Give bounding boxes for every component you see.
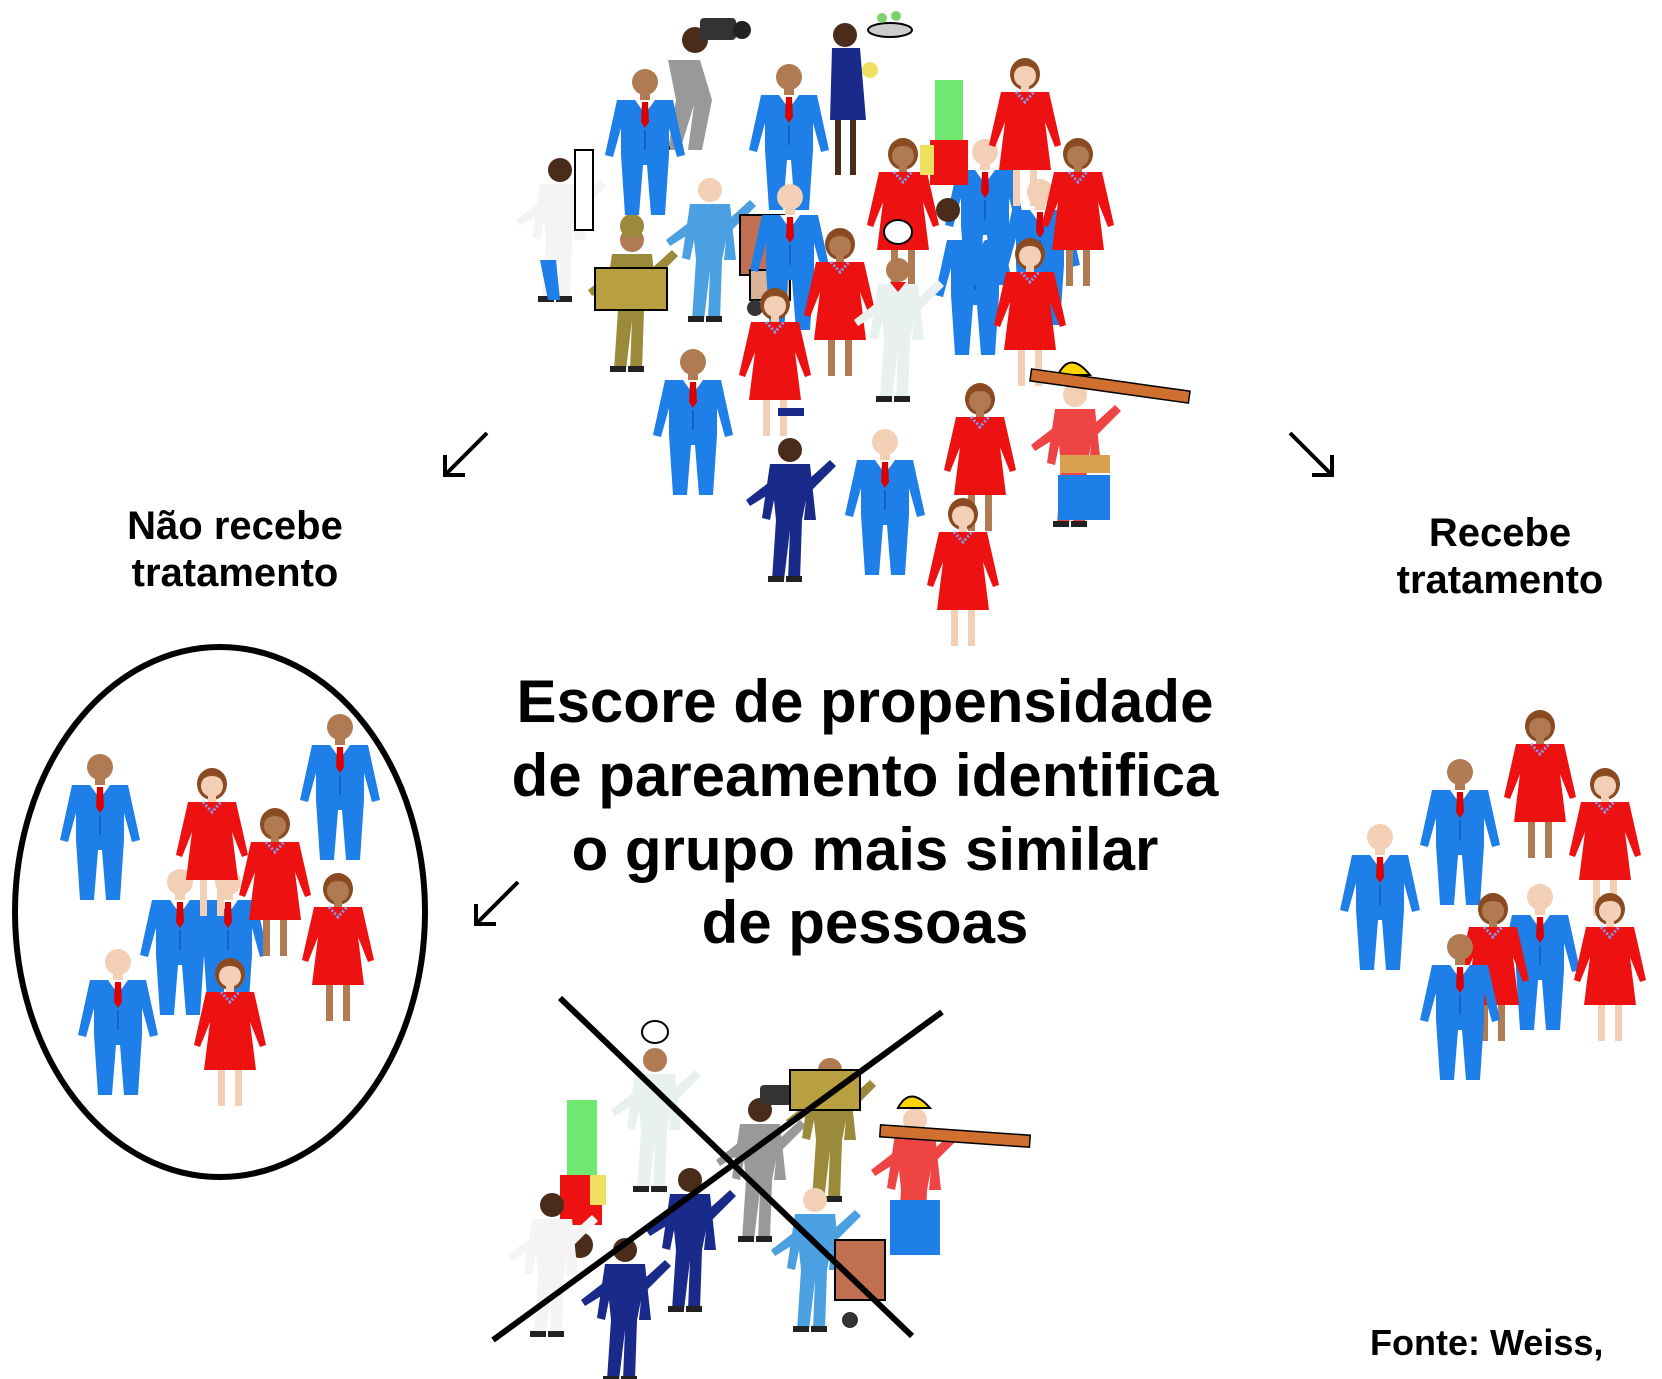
x-cross-icon bbox=[491, 995, 944, 1343]
delivery-person-icon bbox=[588, 214, 678, 372]
police-officer-icon bbox=[581, 1238, 671, 1379]
chef-icon bbox=[611, 1020, 701, 1192]
waitress-icon bbox=[830, 11, 913, 175]
businesswoman-icon bbox=[300, 871, 376, 1023]
businessman-icon bbox=[844, 428, 926, 576]
construction-worker-icon bbox=[871, 1095, 1032, 1255]
businesswoman-icon bbox=[802, 226, 878, 378]
no-treatment-label-line-1: Não recebe bbox=[127, 504, 343, 548]
businesswoman-icon bbox=[1572, 891, 1648, 1043]
caption-line-1: Escore de propensidade bbox=[516, 668, 1214, 735]
acrobat-icon bbox=[920, 80, 968, 222]
businessman-icon bbox=[1339, 823, 1421, 971]
caption-line-4: de pessoas bbox=[701, 889, 1029, 957]
businesswoman-icon bbox=[192, 956, 268, 1108]
chef-icon bbox=[854, 219, 944, 402]
delivery-person-icon bbox=[786, 1058, 876, 1202]
arrow-down-right-icon bbox=[1288, 431, 1334, 477]
treatment-label-line-2: tratamento bbox=[1396, 558, 1604, 603]
businessman-icon bbox=[77, 948, 159, 1096]
arrow-down-left-icon bbox=[474, 880, 520, 926]
businesswoman-icon bbox=[174, 766, 250, 918]
treatment-label: Recebe tratamento bbox=[1340, 510, 1660, 604]
construction-worker-icon bbox=[1029, 361, 1191, 527]
camera-operator-icon bbox=[716, 1085, 806, 1242]
no-treatment-label: Não recebe tratamento bbox=[70, 503, 400, 597]
top-crowd bbox=[516, 11, 1191, 648]
businessman-icon bbox=[604, 68, 686, 216]
excluded-crowd bbox=[491, 995, 1032, 1379]
businesswoman-icon bbox=[1567, 766, 1643, 918]
acrobat-icon bbox=[560, 1100, 606, 1258]
hand-truck-worker-icon bbox=[771, 1188, 886, 1332]
businessman-icon bbox=[1419, 758, 1501, 906]
businessman-icon bbox=[59, 753, 141, 901]
propensity-score-caption: Escore de propensidade de pareamento ide… bbox=[445, 665, 1285, 960]
treatment-label-line-1: Recebe bbox=[1428, 511, 1572, 555]
clerk-icon bbox=[516, 149, 606, 302]
control-group bbox=[12, 644, 428, 1180]
businesswoman-icon bbox=[1502, 708, 1578, 860]
police-officer-icon bbox=[746, 408, 836, 582]
caption-line-3: o grupo mais similar bbox=[571, 815, 1159, 883]
source-note: Fonte: Weiss, bbox=[1370, 1322, 1604, 1363]
selection-ellipse bbox=[12, 644, 428, 1180]
businessman-icon bbox=[652, 348, 734, 496]
no-treatment-label-line-2: tratamento bbox=[131, 551, 339, 596]
businessman-icon bbox=[299, 713, 381, 861]
treatment-group bbox=[1339, 708, 1648, 1081]
arrow-down-left-icon bbox=[443, 431, 489, 477]
caption-line-2: de pareamento identifica bbox=[511, 741, 1219, 809]
